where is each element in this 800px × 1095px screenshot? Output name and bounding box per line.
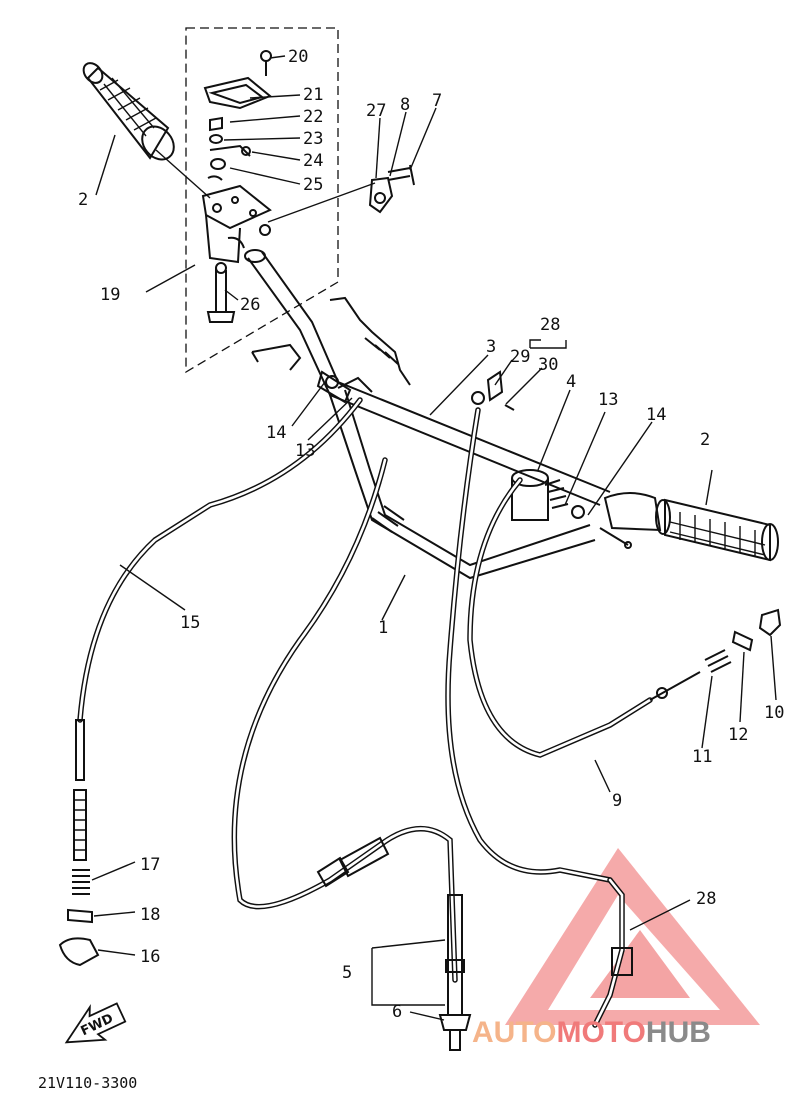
label-28b: 28 bbox=[696, 889, 716, 909]
label-30: 30 bbox=[538, 355, 558, 375]
left-lever-assembly bbox=[251, 296, 411, 404]
label-6: 6 bbox=[392, 1002, 402, 1022]
label-14a: 14 bbox=[266, 423, 286, 443]
label-8: 8 bbox=[400, 95, 410, 115]
label-19: 19 bbox=[100, 285, 120, 305]
label-27: 27 bbox=[366, 101, 386, 121]
label-10: 10 bbox=[764, 703, 784, 723]
adjuster-parts bbox=[704, 608, 782, 673]
cable-3 bbox=[445, 407, 613, 883]
group-boundary-box bbox=[185, 27, 339, 374]
throttle-housing bbox=[201, 50, 272, 323]
right-grip bbox=[603, 492, 779, 562]
watermark-hub: HUB bbox=[646, 1016, 711, 1049]
label-15: 15 bbox=[180, 613, 200, 633]
label-1: 1 bbox=[378, 618, 388, 638]
label-16: 16 bbox=[140, 947, 160, 967]
label-26: 26 bbox=[240, 295, 260, 315]
label-28a: 28 bbox=[540, 315, 560, 335]
part-labels: 1 2 2 3 4 5 6 7 8 9 10 11 12 13 13 14 14… bbox=[78, 47, 784, 1022]
drawing-code: 21V110-3300 bbox=[38, 1074, 137, 1092]
cable-end-5-6 bbox=[438, 894, 472, 1051]
label-13a: 13 bbox=[295, 441, 315, 461]
watermark-text: AUTOMOTOHUB bbox=[472, 1016, 711, 1049]
label-5: 5 bbox=[342, 963, 352, 983]
label-17: 17 bbox=[140, 855, 160, 875]
label-22: 22 bbox=[303, 107, 323, 127]
label-12: 12 bbox=[728, 725, 748, 745]
small-parts-29-30 bbox=[471, 370, 515, 411]
right-lever-assembly bbox=[511, 469, 632, 549]
label-13b: 13 bbox=[598, 390, 618, 410]
label-14b: 14 bbox=[646, 405, 666, 425]
left-grip bbox=[82, 62, 175, 161]
cable-9 bbox=[467, 477, 701, 758]
cable-28-end bbox=[592, 877, 633, 1028]
label-11: 11 bbox=[692, 747, 712, 767]
label-29: 29 bbox=[510, 347, 530, 367]
label-23: 23 bbox=[303, 129, 323, 149]
label-7: 7 bbox=[432, 91, 442, 111]
label-4: 4 bbox=[566, 372, 576, 392]
label-2b: 2 bbox=[700, 430, 710, 450]
cable-1 bbox=[231, 457, 458, 983]
handlebar bbox=[244, 249, 611, 580]
label-20: 20 bbox=[288, 47, 308, 67]
left-adjuster-parts bbox=[58, 869, 100, 967]
label-3: 3 bbox=[486, 337, 496, 357]
label-9: 9 bbox=[612, 791, 622, 811]
label-24: 24 bbox=[303, 151, 323, 171]
leader-lines bbox=[91, 55, 777, 1021]
watermark-auto: AUTO bbox=[472, 1016, 556, 1049]
forward-arrow-icon: FWD bbox=[64, 1002, 127, 1044]
cable-15 bbox=[73, 397, 363, 861]
label-2a: 2 bbox=[78, 190, 88, 210]
label-18: 18 bbox=[140, 905, 160, 925]
label-25: 25 bbox=[303, 175, 323, 195]
watermark-moto: MOTO bbox=[556, 1016, 645, 1049]
label-21: 21 bbox=[303, 85, 323, 105]
